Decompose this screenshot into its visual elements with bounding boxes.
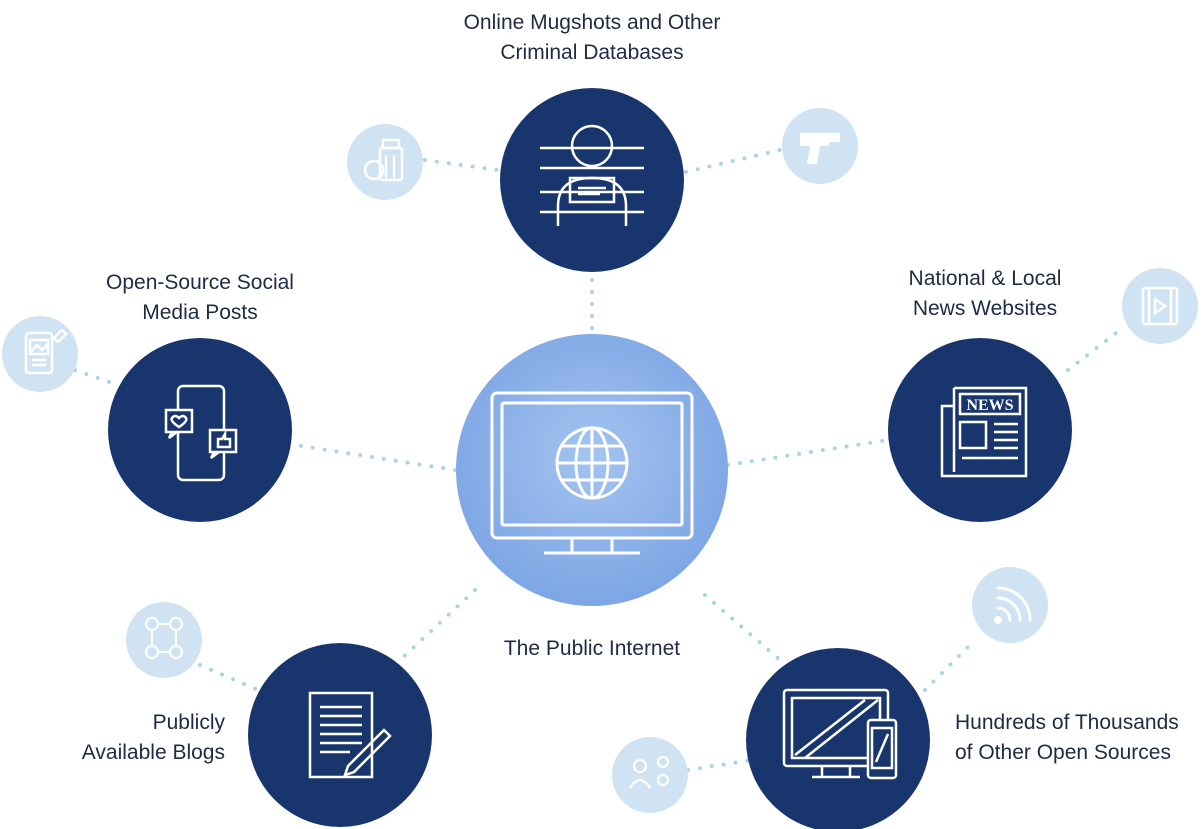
blogs-label: Publicly Available Blogs — [81, 711, 225, 764]
other-sources-label: Hundreds of Thousands of Other Open Sour… — [955, 711, 1179, 764]
people-network-icon — [126, 602, 202, 678]
photo-post-icon — [2, 316, 78, 392]
people-icon — [612, 737, 688, 813]
social-phone-icon — [164, 384, 238, 482]
social-media-node — [108, 338, 292, 522]
connector-center-left — [293, 443, 457, 472]
connector-network — [198, 663, 260, 692]
connector-wifi — [923, 638, 977, 692]
connectors — [73, 148, 1122, 772]
devices-icon — [782, 688, 898, 780]
newspaper-icon: NEWS — [940, 386, 1028, 478]
connector-photo-post — [73, 368, 120, 387]
wifi-icon — [972, 567, 1048, 643]
connector-center-bottom-right — [703, 593, 782, 662]
criminal-databases-label: Online Mugshots and Other Criminal Datab… — [463, 11, 721, 64]
news-websites-node: NEWS — [888, 338, 1072, 522]
other-sources-node — [746, 648, 930, 829]
connector-video — [1066, 328, 1122, 372]
news-websites-label: National & Local News Websites — [908, 267, 1062, 320]
blogs-node — [248, 643, 432, 827]
mugshot-icon — [540, 124, 644, 226]
criminal-databases-node — [500, 88, 684, 272]
social-media-label: Open-Source Social Media Posts — [106, 271, 294, 324]
video-icon — [1122, 268, 1198, 344]
document-pen-icon — [308, 691, 392, 779]
connector-weapon — [684, 148, 782, 174]
satellite-group — [2, 108, 1198, 813]
connector-center-right — [726, 438, 890, 467]
monitor-globe-icon — [490, 391, 694, 555]
gun-icon — [782, 108, 858, 184]
newspaper-icon-text: NEWS — [966, 397, 1013, 414]
evidence-bag-icon — [347, 124, 423, 200]
center-node — [456, 334, 728, 606]
connector-evidence — [423, 158, 500, 172]
connector-center-bottom-left — [398, 588, 477, 662]
connector-people — [686, 758, 754, 772]
center-label: The Public Internet — [503, 637, 681, 660]
